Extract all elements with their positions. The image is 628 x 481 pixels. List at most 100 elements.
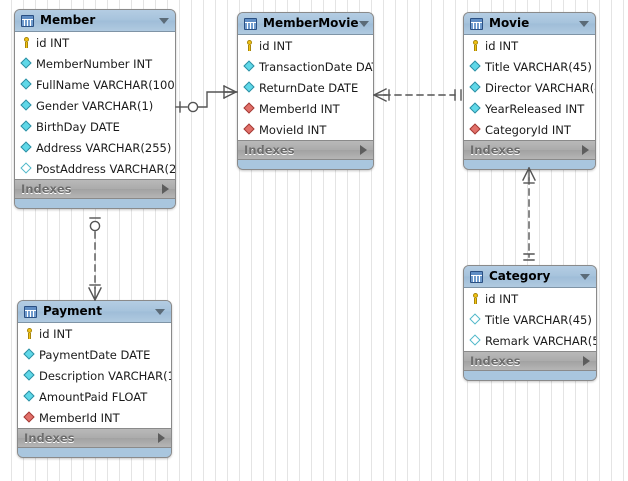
filled-diamond-icon bbox=[20, 57, 33, 70]
column-label: ReturnDate DATE bbox=[259, 80, 359, 95]
table-footer bbox=[18, 448, 171, 457]
red-diamond-icon bbox=[243, 102, 256, 115]
filled-diamond-icon bbox=[20, 78, 33, 91]
chevron-down-icon[interactable] bbox=[155, 308, 165, 315]
indexes-label: Indexes bbox=[21, 182, 72, 196]
column-row[interactable]: MemberId INT bbox=[238, 98, 373, 119]
column-list: id INT MemberNumber INT FullName VARCHAR(1… bbox=[15, 32, 175, 180]
column-label: id INT bbox=[36, 35, 70, 50]
column-label: Title VARCHAR(45) bbox=[485, 312, 592, 327]
column-row[interactable]: Remark VARCHAR(500) bbox=[464, 330, 596, 351]
table-header[interactable]: Movie bbox=[464, 13, 595, 35]
relation-member-payment bbox=[88, 217, 102, 301]
column-label: Title VARCHAR(45) bbox=[485, 59, 592, 74]
column-label: Address VARCHAR(255) bbox=[36, 140, 172, 155]
column-list: id INT Title VARCHAR(45) Director VARCHAR(… bbox=[464, 35, 595, 141]
column-label: MovieId INT bbox=[259, 122, 327, 137]
chevron-right-icon[interactable] bbox=[158, 433, 165, 443]
table-category[interactable]: Category id INT Title VARCHAR(45) Remark VA… bbox=[463, 265, 597, 381]
table-membermovie[interactable]: MemberMovie id INT TransactionDate DATE Ret… bbox=[237, 12, 374, 170]
chevron-right-icon[interactable] bbox=[583, 356, 590, 366]
column-label: id INT bbox=[485, 291, 519, 306]
column-row[interactable]: id INT bbox=[18, 323, 171, 344]
chevron-right-icon[interactable] bbox=[162, 184, 169, 194]
key-icon bbox=[23, 327, 36, 340]
column-label: YearReleased INT bbox=[485, 101, 585, 116]
column-row[interactable]: id INT bbox=[238, 35, 373, 56]
filled-diamond-icon bbox=[469, 81, 482, 94]
table-icon bbox=[244, 17, 257, 30]
table-icon bbox=[24, 305, 37, 318]
hollow-diamond-icon bbox=[469, 313, 482, 326]
column-row[interactable]: Title VARCHAR(45) bbox=[464, 309, 596, 330]
column-row[interactable]: PaymentDate DATE bbox=[18, 344, 171, 365]
table-title: Payment bbox=[43, 304, 102, 318]
chevron-right-icon[interactable] bbox=[582, 145, 589, 155]
indexes-section[interactable]: Indexes bbox=[238, 141, 373, 160]
table-footer bbox=[238, 160, 373, 169]
column-row[interactable]: id INT bbox=[464, 288, 596, 309]
column-row[interactable]: id INT bbox=[15, 32, 175, 53]
column-row[interactable]: BirthDay DATE bbox=[15, 116, 175, 137]
chevron-down-icon[interactable] bbox=[358, 20, 369, 27]
chevron-down-icon[interactable] bbox=[580, 273, 590, 280]
chevron-down-icon[interactable] bbox=[159, 17, 169, 24]
column-row[interactable]: FullName VARCHAR(100) bbox=[15, 74, 175, 95]
column-row[interactable]: Gender VARCHAR(1) bbox=[15, 95, 175, 116]
column-row[interactable]: MemberId INT bbox=[18, 407, 171, 428]
table-movie[interactable]: Movie id INT Title VARCHAR(45) Director VAR… bbox=[463, 12, 596, 170]
table-icon bbox=[470, 270, 483, 283]
key-icon bbox=[469, 39, 482, 52]
table-title: Movie bbox=[489, 16, 530, 30]
indexes-section[interactable]: Indexes bbox=[15, 180, 175, 199]
column-row[interactable]: TransactionDate DATE bbox=[238, 56, 373, 77]
table-icon bbox=[21, 14, 34, 27]
table-member[interactable]: Member id INT MemberNumber INT FullName VAR… bbox=[14, 9, 176, 209]
table-header[interactable]: Category bbox=[464, 266, 596, 288]
filled-diamond-icon bbox=[20, 120, 33, 133]
column-row[interactable]: MemberNumber INT bbox=[15, 53, 175, 74]
column-list: id INT Title VARCHAR(45) Remark VARCHAR(50… bbox=[464, 288, 596, 352]
column-row[interactable]: id INT bbox=[464, 35, 595, 56]
red-diamond-icon bbox=[469, 123, 482, 136]
hollow-diamond-icon bbox=[469, 334, 482, 347]
column-row[interactable]: MovieId INT bbox=[238, 119, 373, 140]
table-footer bbox=[464, 160, 595, 169]
column-row[interactable]: Title VARCHAR(45) bbox=[464, 56, 595, 77]
indexes-section[interactable]: Indexes bbox=[464, 141, 595, 160]
key-icon bbox=[20, 36, 33, 49]
column-row[interactable]: Description VARCHAR(100) bbox=[18, 365, 171, 386]
column-row[interactable]: CategoryId INT bbox=[464, 119, 595, 140]
indexes-label: Indexes bbox=[244, 143, 295, 157]
filled-diamond-icon bbox=[20, 99, 33, 112]
column-row[interactable]: Address VARCHAR(255) bbox=[15, 137, 175, 158]
column-row[interactable]: YearReleased INT bbox=[464, 98, 595, 119]
chevron-right-icon[interactable] bbox=[360, 145, 367, 155]
indexes-label: Indexes bbox=[470, 354, 521, 368]
column-list: id INT TransactionDate DATE ReturnDate DAT… bbox=[238, 35, 373, 141]
indexes-label: Indexes bbox=[470, 143, 521, 157]
column-label: PostAddress VARCHAR(255) bbox=[36, 161, 176, 176]
column-row[interactable]: ReturnDate DATE bbox=[238, 77, 373, 98]
chevron-down-icon[interactable] bbox=[579, 20, 589, 27]
column-row[interactable]: PostAddress VARCHAR(255) bbox=[15, 158, 175, 179]
indexes-label: Indexes bbox=[24, 431, 75, 445]
relation-membermovie-movie bbox=[373, 88, 462, 102]
column-label: MemberId INT bbox=[259, 101, 340, 116]
table-header[interactable]: Member bbox=[15, 10, 175, 32]
column-row[interactable]: AmountPaid FLOAT bbox=[18, 386, 171, 407]
table-header[interactable]: Payment bbox=[18, 301, 171, 323]
indexes-section[interactable]: Indexes bbox=[464, 352, 596, 371]
column-row[interactable]: Director VARCHAR(45) bbox=[464, 77, 595, 98]
filled-diamond-icon bbox=[469, 60, 482, 73]
filled-diamond-icon bbox=[23, 390, 36, 403]
table-title: Category bbox=[489, 269, 551, 283]
column-label: Director VARCHAR(45) bbox=[485, 80, 595, 95]
column-label: MemberNumber INT bbox=[36, 56, 153, 71]
column-label: id INT bbox=[259, 38, 293, 53]
relation-member-membermovie bbox=[175, 85, 238, 113]
indexes-section[interactable]: Indexes bbox=[18, 429, 171, 448]
table-header[interactable]: MemberMovie bbox=[238, 13, 373, 35]
